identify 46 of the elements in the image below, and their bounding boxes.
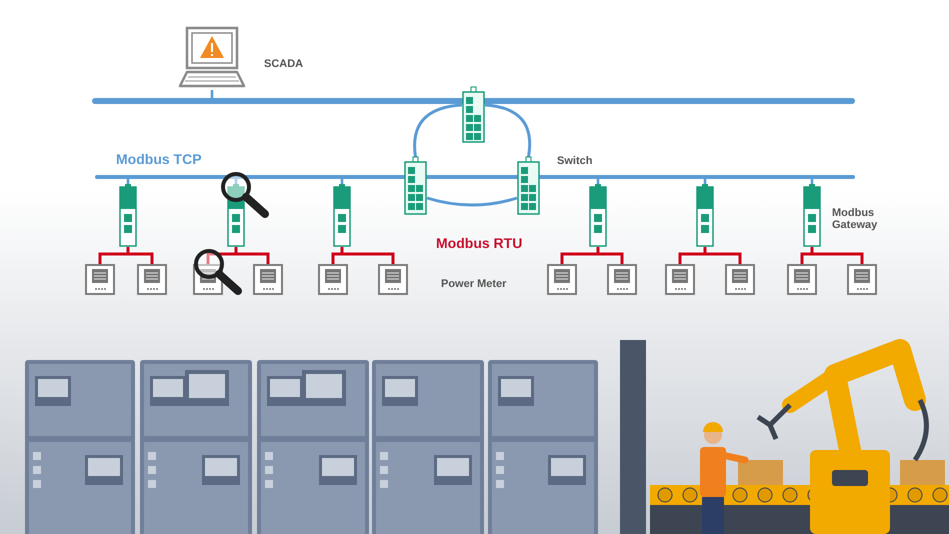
network-label: Modbus Gateway [832, 207, 878, 231]
gateway-icon [588, 184, 608, 247]
switch-icon [462, 87, 485, 143]
power-meter-icon [787, 264, 817, 295]
connector-line [484, 104, 532, 158]
gateway-icon [802, 184, 822, 247]
connector-line [704, 247, 742, 264]
connector-line [340, 179, 344, 184]
connector-line [126, 179, 130, 184]
switch-icon [404, 157, 427, 215]
connector-line [704, 179, 706, 184]
gateway-icon [332, 184, 352, 247]
power-meter-icon [318, 264, 348, 295]
network-label: Power Meter [441, 278, 506, 290]
power-meter-icon [137, 264, 167, 295]
connector-line [596, 247, 624, 264]
node-caption: SCADA [264, 58, 304, 70]
power-meter-icon [847, 264, 877, 295]
gateway-icon [695, 184, 715, 247]
network-bus [92, 98, 855, 104]
connector-line [234, 179, 238, 184]
power-meter-icon [378, 264, 408, 295]
power-meter-icon [193, 264, 223, 295]
power-meter-icon [665, 264, 695, 295]
power-meter-icon [547, 264, 577, 295]
network-label: Switch [557, 155, 592, 167]
connector-line [426, 196, 518, 206]
network-label: Modbus TCP [116, 151, 202, 167]
power-meter-icon [607, 264, 637, 295]
network-label: Modbus RTU [436, 235, 522, 251]
power-meter-icon [725, 264, 755, 295]
power-meter-icon [253, 264, 283, 295]
connector-line [810, 247, 864, 264]
connector-line [596, 179, 600, 184]
computer-icon [178, 26, 246, 90]
connector-line [340, 247, 394, 264]
switch-icon [517, 157, 540, 215]
power-meter-icon [85, 264, 115, 295]
connector-line [210, 90, 214, 98]
gateway-icon [226, 184, 246, 247]
connector-line [413, 104, 462, 158]
connector-line [126, 247, 154, 264]
connector-line [234, 247, 270, 264]
network-bus [95, 175, 855, 179]
gateway-icon [118, 184, 138, 247]
connector-line [810, 179, 814, 184]
